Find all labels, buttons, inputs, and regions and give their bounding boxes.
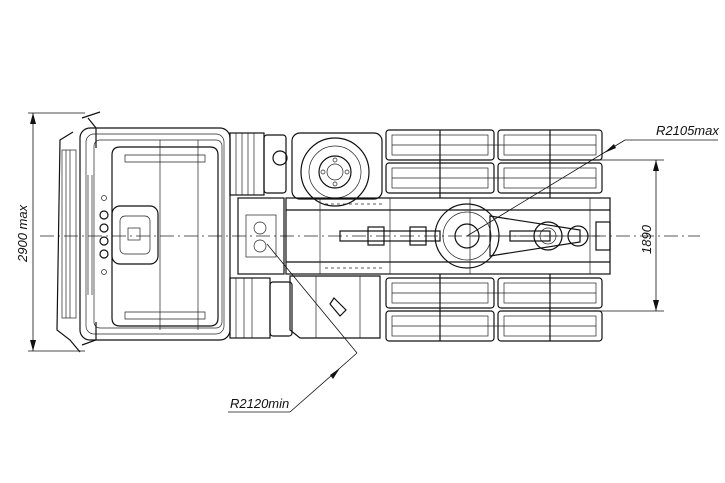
- fuel-tank: [289, 275, 381, 339]
- overall-width-dimension: 2900 max: [15, 112, 85, 352]
- inner-turn-radius-label: R2120min: [230, 396, 289, 411]
- outer-turn-radius-label: R2105max: [656, 123, 719, 138]
- cab: [56, 111, 231, 353]
- rear-wheels-top: [385, 129, 603, 198]
- outer-turn-radius-leader: R2105max: [466, 123, 719, 237]
- rear-wheels-bottom: [385, 274, 603, 342]
- inner-turn-radius-leader: R2120min: [228, 243, 358, 413]
- cab-rear-equipment: [229, 132, 293, 339]
- rear-axles: [533, 221, 611, 251]
- spare-wheel: [291, 132, 383, 207]
- overall-width-label: 2900 max: [15, 204, 30, 263]
- track-dimension: 1890: [600, 159, 664, 312]
- track-label: 1890: [639, 224, 654, 254]
